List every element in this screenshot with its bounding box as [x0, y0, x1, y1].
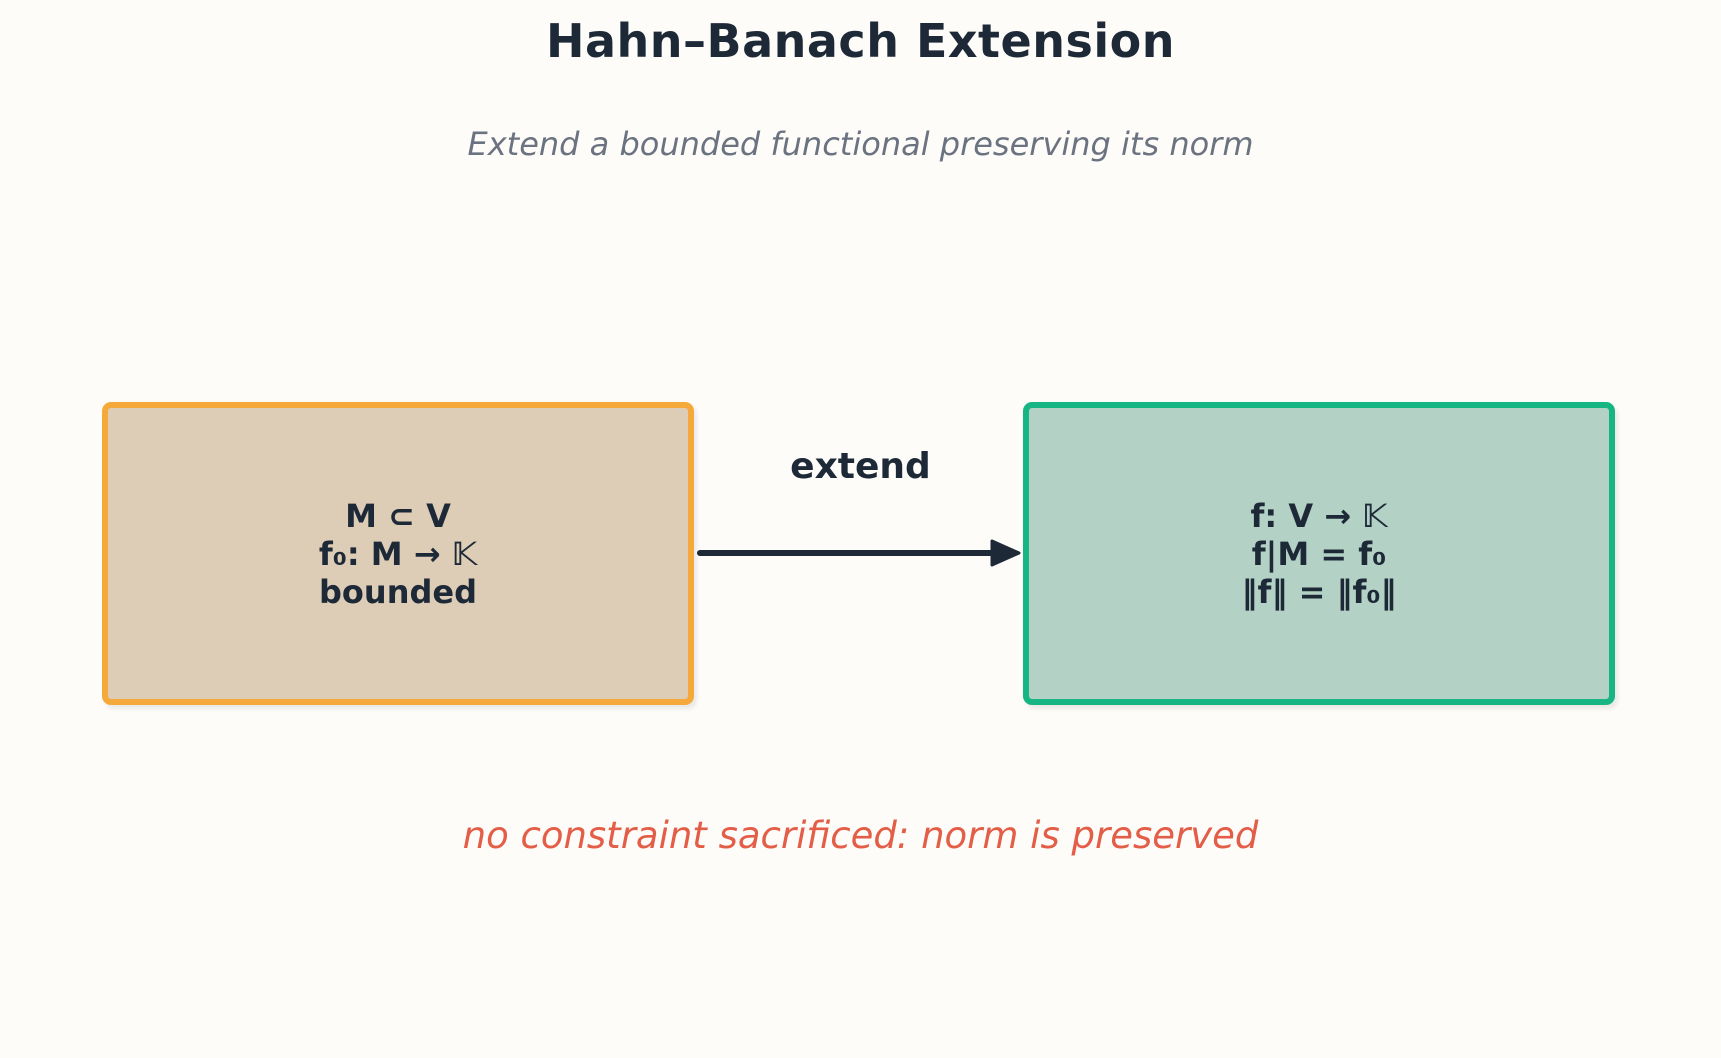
target-node: f: V → 𝕂 f|M = f₀ ‖f‖ = ‖f₀‖	[1023, 402, 1615, 705]
diagram-subtitle: Extend a bounded functional preserving i…	[467, 125, 1254, 163]
source-node-line: M ⊂ V	[345, 496, 451, 535]
bottom-note: no constraint sacrificed: norm is preser…	[462, 814, 1259, 857]
target-node-line: f: V → 𝕂	[1250, 496, 1388, 535]
source-node-text: M ⊂ V f₀: M → 𝕂 bounded	[319, 497, 477, 611]
source-node-line: f₀: M → 𝕂	[318, 534, 478, 573]
target-node-text: f: V → 𝕂 f|M = f₀ ‖f‖ = ‖f₀‖	[1242, 497, 1397, 611]
edge-label: extend	[790, 446, 931, 487]
arrow-head	[990, 539, 1021, 567]
diagram-title: Hahn–Banach Extension	[546, 14, 1175, 68]
source-node: M ⊂ V f₀: M → 𝕂 bounded	[102, 402, 694, 705]
target-node-line: f|M = f₀	[1251, 534, 1387, 573]
source-node-line: bounded	[319, 572, 477, 611]
target-node-line: ‖f‖ = ‖f₀‖	[1241, 572, 1397, 611]
